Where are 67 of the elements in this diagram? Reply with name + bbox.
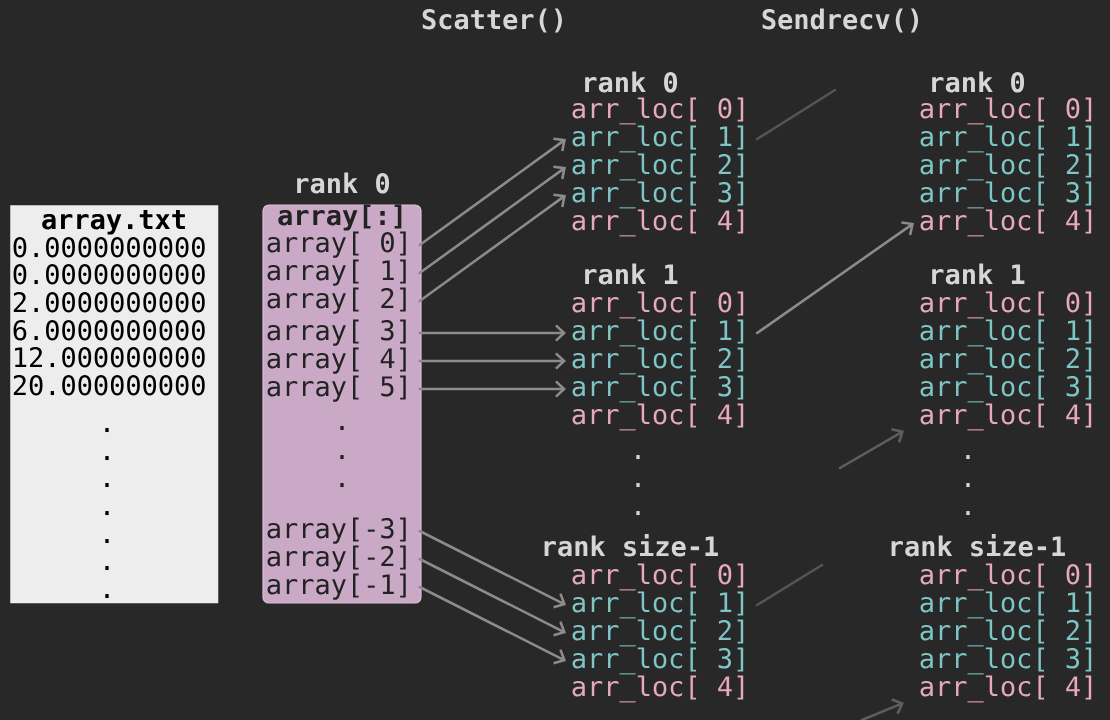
array-entry: array[-2] [267, 545, 406, 572]
local-array-entry: arr_loc[ 3] [920, 375, 1092, 403]
local-array-entry: arr_loc[ 0] [572, 563, 744, 591]
local-array-entry: arr_loc[ 4] [572, 403, 744, 431]
rank-heading: rank 0 [585, 71, 678, 93]
local-array-entry: arr_loc[ 1] [572, 125, 744, 153]
arrow [418, 352, 566, 370]
local-array-entry: arr_loc[ 4] [572, 209, 744, 237]
local-array-entry: arr_loc[ 4] [572, 675, 744, 703]
arrow [418, 529, 566, 609]
arrow [755, 221, 914, 335]
local-array-entry: arr_loc[ 1] [920, 319, 1092, 347]
array-entry: array[ 0] [267, 231, 406, 258]
array-entry: array[ 4] [267, 347, 406, 374]
local-array-entry: arr_loc[ 0] [572, 291, 744, 319]
local-array-entry: arr_loc[ 2] [920, 153, 1092, 181]
local-array-entry: arr_loc[ 1] [920, 125, 1092, 153]
column-heading: Scatter() [422, 8, 562, 33]
ellipsis-dot: . [966, 483, 970, 488]
arrow [418, 193, 566, 303]
array-entry: array[ 5] [267, 375, 406, 402]
arrow [418, 380, 566, 398]
file-box: array.txt 0.0000000000 0.0000000000 2.0000000000 6.0000000000 12.000000000 20.000000000 . . . . . . . [10, 205, 219, 604]
local-array-entry: arr_loc[ 2] [920, 347, 1092, 375]
local-array-entry: arr_loc[ 4] [920, 403, 1092, 431]
local-array-entry: arr_loc[ 2] [572, 153, 744, 181]
arrow [418, 557, 566, 637]
array-entry: array[ 3] [267, 319, 406, 346]
array-entry: array[ 1] [267, 259, 406, 286]
ellipsis-dot: . [636, 455, 640, 460]
local-array-entry: arr_loc[ 3] [572, 181, 744, 209]
local-array-entry: arr_loc[ 2] [572, 347, 744, 375]
local-array-entry: arr_loc[ 2] [572, 619, 744, 647]
local-array-entry: arr_loc[ 3] [920, 181, 1092, 209]
ellipsis-dot: . [966, 511, 970, 516]
column-heading: Sendrecv() [762, 8, 919, 33]
ellipsis-dot: . [636, 511, 640, 516]
arrow [860, 698, 904, 720]
rank-heading: rank size-1 [544, 534, 718, 557]
local-array-entry: arr_loc[ 1] [920, 591, 1092, 619]
local-array-entry: arr_loc[ 1] [572, 319, 744, 347]
ellipsis-dot: . [966, 455, 970, 460]
local-array-entry: arr_loc[ 3] [920, 647, 1092, 675]
arrow [418, 137, 566, 247]
rank-heading: rank 1 [932, 263, 1025, 285]
rank-heading: rank 0 [932, 71, 1025, 93]
array-entry: array[-3] [267, 517, 406, 544]
arrow [418, 165, 566, 275]
array-entry: array[ 2] [267, 287, 406, 314]
local-array-entry: arr_loc[ 3] [572, 647, 744, 675]
local-array-entry: arr_loc[ 2] [920, 619, 1092, 647]
ellipsis-dot: . [636, 483, 640, 488]
local-array-entry: arr_loc[ 0] [572, 97, 744, 125]
arrow [418, 324, 566, 342]
rank-heading: rank size-1 [891, 534, 1065, 557]
node-label: rank 0 [297, 172, 390, 194]
local-array-entry: arr_loc[ 0] [920, 97, 1092, 125]
local-array-entry: arr_loc[ 0] [920, 563, 1092, 591]
arrow [418, 585, 566, 665]
arrow [838, 427, 904, 470]
local-array-entry: arr_loc[ 0] [920, 291, 1092, 319]
rank-heading: rank 1 [585, 263, 678, 285]
local-array-entry: arr_loc[ 4] [920, 209, 1092, 237]
array-entry: array[-1] [267, 573, 406, 600]
local-array-entry: arr_loc[ 1] [572, 591, 744, 619]
local-array-entry: arr_loc[ 4] [920, 675, 1092, 703]
local-array-entry: arr_loc[ 3] [572, 375, 744, 403]
